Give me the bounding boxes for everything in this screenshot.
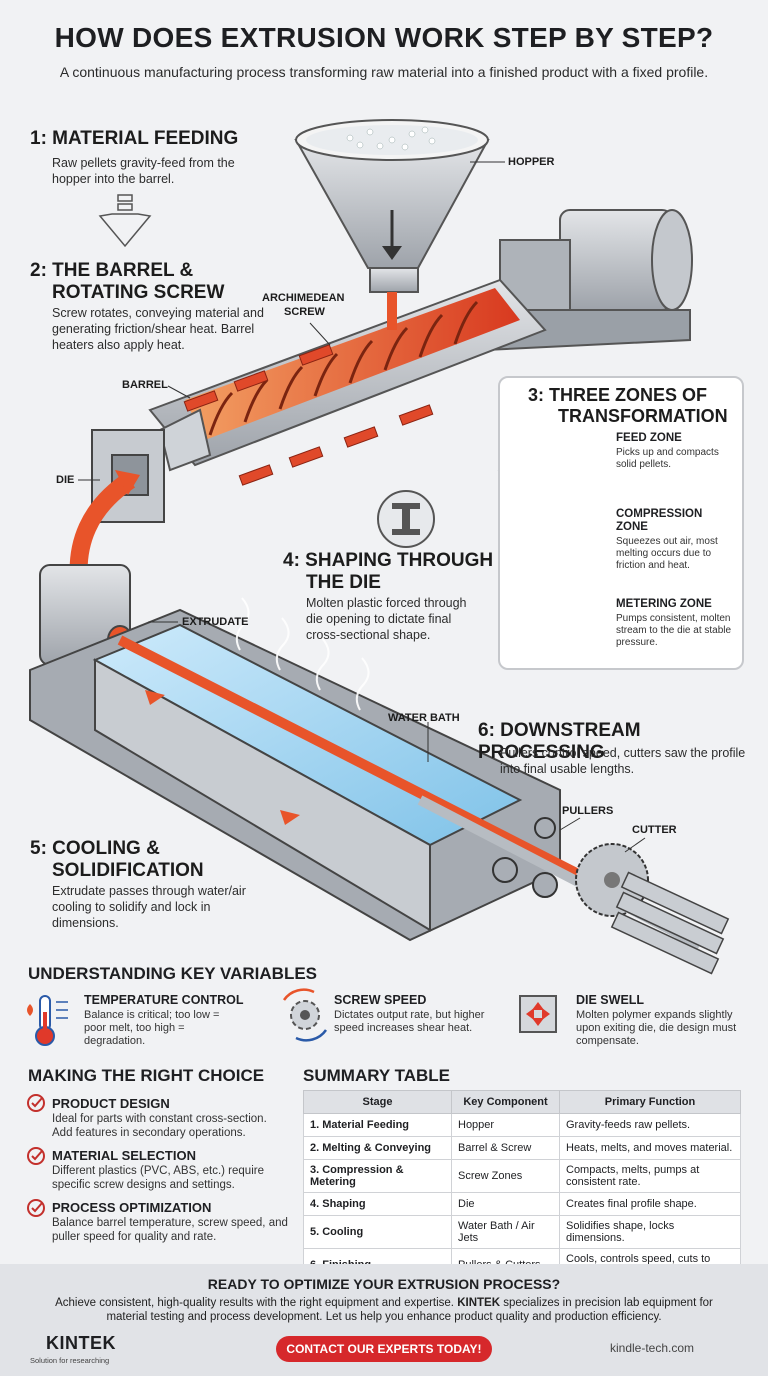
check-circle-icon bbox=[27, 1094, 45, 1217]
step2-title-line2: ROTATING SCREW bbox=[52, 282, 225, 303]
feed-arrow-icon bbox=[98, 194, 152, 248]
table-row: 1. Material Feeding Hopper Gravity-feeds… bbox=[303, 1113, 741, 1137]
step5-desc: Extrudate passes through water/air cooli… bbox=[52, 884, 246, 930]
table-row: 4. Shaping Die Creates final profile sha… bbox=[303, 1192, 741, 1216]
thermometer-icon bbox=[27, 995, 68, 1046]
summary-table: Stage Key Component Primary Function 1. … bbox=[303, 1090, 741, 1282]
variable-die-swell-desc: Molten polymer expands slightly upon exi… bbox=[576, 1009, 737, 1047]
screw-label-line2: SCREW bbox=[284, 306, 325, 318]
water-bath-label: WATER BATH bbox=[388, 712, 460, 724]
cutter-label: CUTTER bbox=[632, 824, 677, 836]
table-row: 2. Melting & Conveying Barrel & Screw He… bbox=[303, 1136, 741, 1160]
cell-function: Heats, melts, and moves material. bbox=[559, 1136, 741, 1160]
variable-screw-speed-title: SCREW SPEED bbox=[334, 993, 427, 1007]
cta-text-part2: specializes in precision lab equipment f… bbox=[106, 1297, 713, 1323]
zone-compression-desc: Squeezes out air, most melting occurs du… bbox=[616, 536, 718, 571]
step6-desc: Pullers control speed, cutters saw the p… bbox=[500, 746, 746, 776]
barrel-graphic bbox=[148, 278, 547, 486]
cta-text-part1: Achieve consistent, high-quality results… bbox=[55, 1297, 458, 1309]
water-bath-graphic bbox=[29, 597, 703, 950]
cell-function: Gravity-feeds raw pellets. bbox=[559, 1113, 741, 1137]
cell-stage: 5. Cooling bbox=[303, 1215, 452, 1249]
cell-function: Compacts, melts, pumps at consistent rat… bbox=[559, 1159, 741, 1193]
page-subtitle: A continuous manufacturing process trans… bbox=[59, 64, 709, 80]
step1-title: 1: MATERIAL FEEDING bbox=[30, 128, 239, 149]
cell-stage: 1. Material Feeding bbox=[303, 1113, 452, 1137]
puller-cutter-graphic bbox=[492, 817, 730, 975]
i-beam-icon bbox=[377, 490, 435, 548]
cell-function: Creates final profile shape. bbox=[559, 1192, 741, 1216]
cell-component: Hopper bbox=[451, 1113, 560, 1137]
cell-component: Die bbox=[451, 1192, 560, 1216]
variable-temperature-desc: Balance is critical; too low = poor melt… bbox=[84, 1009, 220, 1047]
zone-feed-desc: Picks up and compacts solid pellets. bbox=[616, 447, 719, 470]
variable-die-swell-title: DIE SWELL bbox=[576, 993, 645, 1007]
hopper-label: HOPPER bbox=[508, 156, 555, 168]
cell-stage: 3. Compression & Metering bbox=[303, 1159, 452, 1193]
zone-compression-title-line1: COMPRESSION bbox=[616, 508, 703, 520]
cta-text: Achieve consistent, high-quality results… bbox=[40, 1296, 728, 1324]
step4-title-line1: 4: SHAPING THROUGH bbox=[283, 550, 494, 571]
gear-speed-icon bbox=[282, 988, 328, 1042]
choice-product-design-desc: Ideal for parts with constant cross-sect… bbox=[52, 1113, 267, 1139]
cell-stage: 4. Shaping bbox=[303, 1192, 452, 1216]
step2-title-line1: 2: THE BARREL & bbox=[30, 260, 194, 281]
cell-component: Water Bath / Air Jets bbox=[451, 1215, 560, 1249]
table-row: 3. Compression & Metering Screw Zones Co… bbox=[303, 1159, 741, 1193]
cell-stage: 2. Melting & Conveying bbox=[303, 1136, 452, 1160]
kintek-tagline: Solution for researching bbox=[30, 1356, 110, 1365]
zone-metering-title: METERING ZONE bbox=[616, 598, 712, 610]
column-header-stage: Stage bbox=[303, 1090, 452, 1114]
choice-process-optimization-title: PROCESS OPTIMIZATION bbox=[52, 1200, 212, 1215]
website-link[interactable]: kindle-tech.com bbox=[610, 1341, 695, 1355]
column-header-key-component: Key Component bbox=[451, 1090, 560, 1114]
variable-screw-speed-desc: Dictates output rate, but higher speed i… bbox=[334, 1009, 485, 1034]
variable-temperature-title: TEMPERATURE CONTROL bbox=[84, 993, 244, 1007]
summary-heading: SUMMARY TABLE bbox=[303, 1066, 451, 1085]
step2-desc: Screw rotates, conveying material and ge… bbox=[52, 306, 264, 352]
step3-title-line1: 3: THREE ZONES OF bbox=[528, 385, 708, 405]
table-header-row: Stage Key Component Primary Function bbox=[303, 1090, 741, 1114]
column-header-primary-function: Primary Function bbox=[559, 1090, 741, 1114]
table-row: 5. Cooling Water Bath / Air Jets Solidif… bbox=[303, 1215, 741, 1249]
die-swell-icon bbox=[519, 995, 557, 1033]
choice-heading: MAKING THE RIGHT CHOICE bbox=[28, 1066, 265, 1085]
variables-heading: UNDERSTANDING KEY VARIABLES bbox=[28, 964, 318, 983]
zone-compression-title-line2: ZONE bbox=[616, 521, 648, 533]
cta-title: READY TO OPTIMIZE YOUR EXTRUSION PROCESS… bbox=[207, 1276, 561, 1292]
contact-experts-button[interactable]: CONTACT OUR EXPERTS TODAY! bbox=[276, 1336, 492, 1362]
choice-product-design-title: PRODUCT DESIGN bbox=[52, 1096, 170, 1111]
kintek-brand: KINTEK bbox=[46, 1333, 116, 1353]
cell-function: Solidifies shape, locks dimensions. bbox=[559, 1215, 741, 1249]
choice-material-selection-title: MATERIAL SELECTION bbox=[52, 1148, 196, 1163]
hopper-graphic bbox=[294, 119, 490, 293]
step4-title-line2: THE DIE bbox=[306, 572, 381, 593]
cell-component: Screw Zones bbox=[451, 1159, 560, 1193]
page-title: HOW DOES EXTRUSION WORK STEP BY STEP? bbox=[54, 22, 714, 53]
step5-title-line1: 5: COOLING & bbox=[30, 838, 160, 859]
zone-metering-desc: Pumps consistent, molten stream to the d… bbox=[616, 613, 732, 648]
choice-process-optimization-desc: Balance barrel temperature, screw speed,… bbox=[52, 1217, 288, 1243]
choice-material-selection-desc: Different plastics (PVC, ABS, etc.) requ… bbox=[52, 1165, 264, 1191]
die-label: DIE bbox=[56, 474, 75, 486]
step5-title-line2: SOLIDIFICATION bbox=[52, 860, 204, 881]
step1-desc: Raw pellets gravity-feed from the hopper… bbox=[52, 156, 235, 186]
extrudate-label: EXTRUDATE bbox=[182, 616, 249, 628]
screw-label-line1: ARCHIMEDEAN bbox=[262, 292, 345, 304]
step4-desc: Molten plastic forced through die openin… bbox=[306, 596, 467, 642]
step6-title: 6: DOWNSTREAM PROCESSING bbox=[478, 720, 641, 763]
step3-title-line2: TRANSFORMATION bbox=[558, 406, 728, 426]
cta-brand: KINTEK bbox=[457, 1297, 501, 1309]
zone-feed-title: FEED ZONE bbox=[616, 432, 682, 444]
barrel-label: BARREL bbox=[122, 379, 168, 391]
pullers-label: PULLERS bbox=[562, 805, 614, 817]
cell-component: Barrel & Screw bbox=[451, 1136, 560, 1160]
zones-panel bbox=[498, 376, 744, 670]
